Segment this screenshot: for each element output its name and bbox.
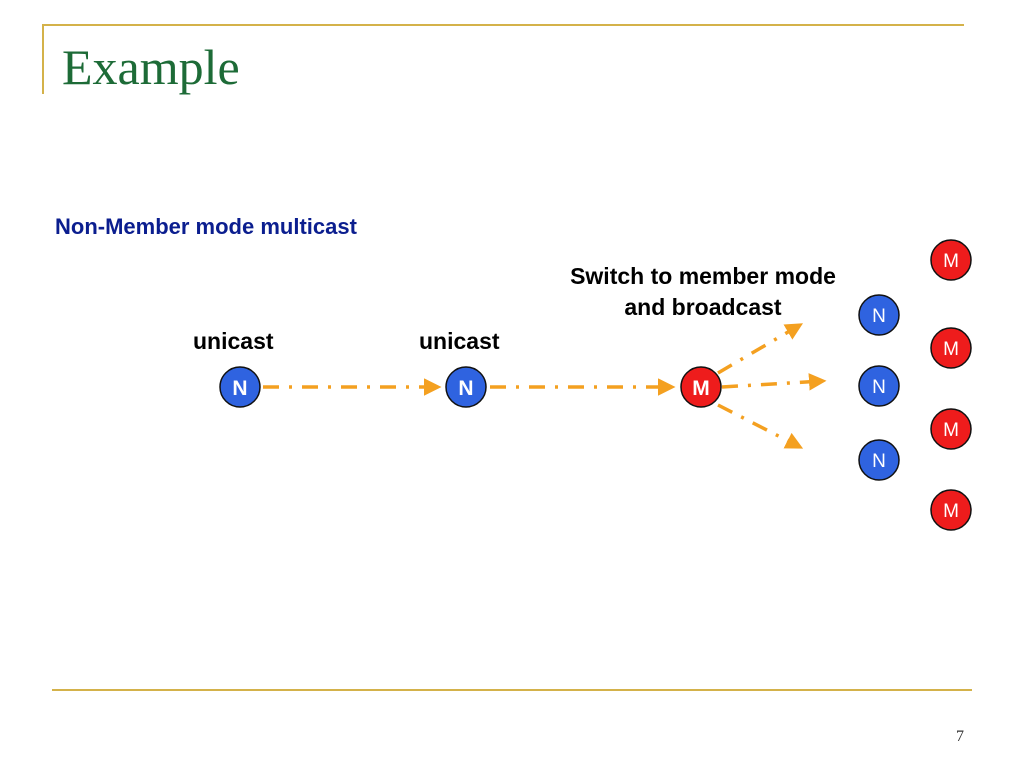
arrow-broadcast-down	[717, 403, 804, 449]
node-n-2: N	[445, 366, 487, 408]
svg-text:M: M	[943, 420, 959, 441]
svg-text:M: M	[943, 339, 959, 360]
node-right-m-2: M	[930, 327, 972, 369]
label-unicast-2: unicast	[419, 328, 500, 354]
frame-left-line	[42, 24, 44, 94]
label-unicast-1: unicast	[193, 328, 274, 354]
svg-text:M: M	[943, 251, 959, 272]
svg-text:N: N	[872, 451, 886, 472]
arrow-broadcast-up	[717, 323, 804, 375]
label-switch-broadcast: Switch to member mode and broadcast	[548, 261, 858, 323]
slide-subtitle: Non-Member mode multicast	[55, 214, 357, 239]
svg-text:M: M	[692, 377, 710, 400]
frame-bottom-line	[52, 689, 972, 691]
node-right-m-3: M	[930, 408, 972, 450]
node-right-n-2: N	[858, 365, 900, 407]
node-m-switch: M	[680, 366, 722, 408]
svg-text:N: N	[872, 377, 886, 398]
label-switch-line1: Switch to member mode	[570, 263, 836, 289]
svg-text:M: M	[943, 501, 959, 522]
node-right-n-3: N	[858, 439, 900, 481]
node-right-m-1: M	[930, 239, 972, 281]
label-switch-line2: and broadcast	[624, 294, 782, 321]
page-number: 7	[956, 728, 964, 745]
node-right-m-4: M	[930, 489, 972, 531]
svg-text:N: N	[232, 377, 247, 400]
node-right-n-1: N	[858, 294, 900, 336]
node-n-1: N	[219, 366, 261, 408]
arrow-broadcast-mid	[721, 373, 827, 391]
svg-text:N: N	[458, 377, 473, 400]
svg-text:N: N	[872, 306, 886, 327]
frame-top-line	[42, 24, 964, 26]
slide-title: Example	[62, 39, 240, 95]
